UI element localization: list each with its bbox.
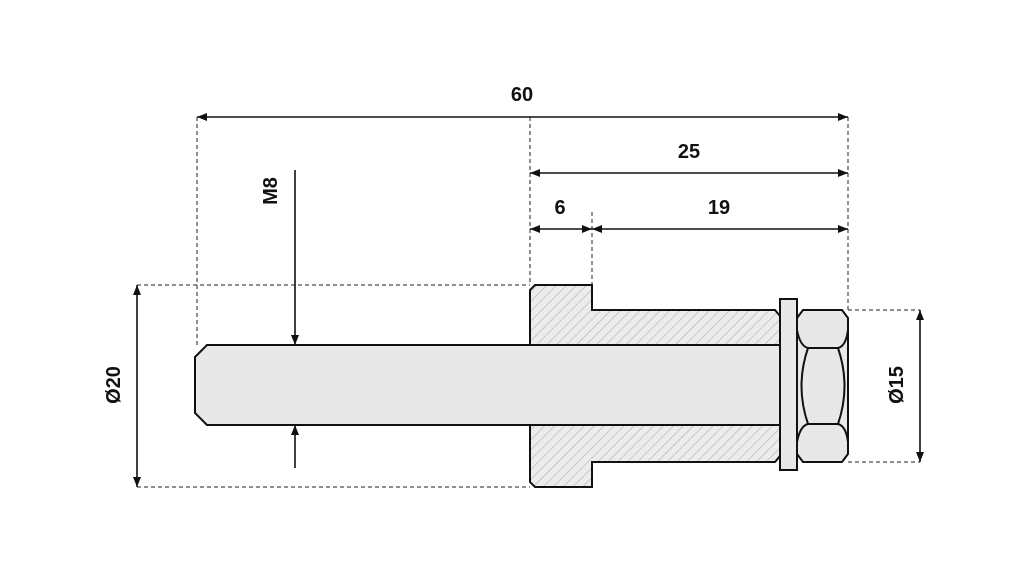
dim-thread: M8	[260, 177, 282, 205]
hex-nut	[796, 309, 849, 463]
dim-shank-length: 19	[708, 197, 730, 219]
dim-flange-diameter: Ø20	[103, 366, 125, 404]
dimension-lines	[133, 113, 924, 487]
dim-bushing-length: 25	[678, 141, 700, 163]
dim-flange-length: 6	[554, 197, 565, 219]
washer	[779, 298, 798, 471]
dim-overall-length: 60	[511, 84, 533, 106]
bolt-shank	[194, 344, 781, 426]
dim-nut-diameter: Ø15	[886, 366, 908, 404]
extension-lines	[137, 117, 920, 488]
